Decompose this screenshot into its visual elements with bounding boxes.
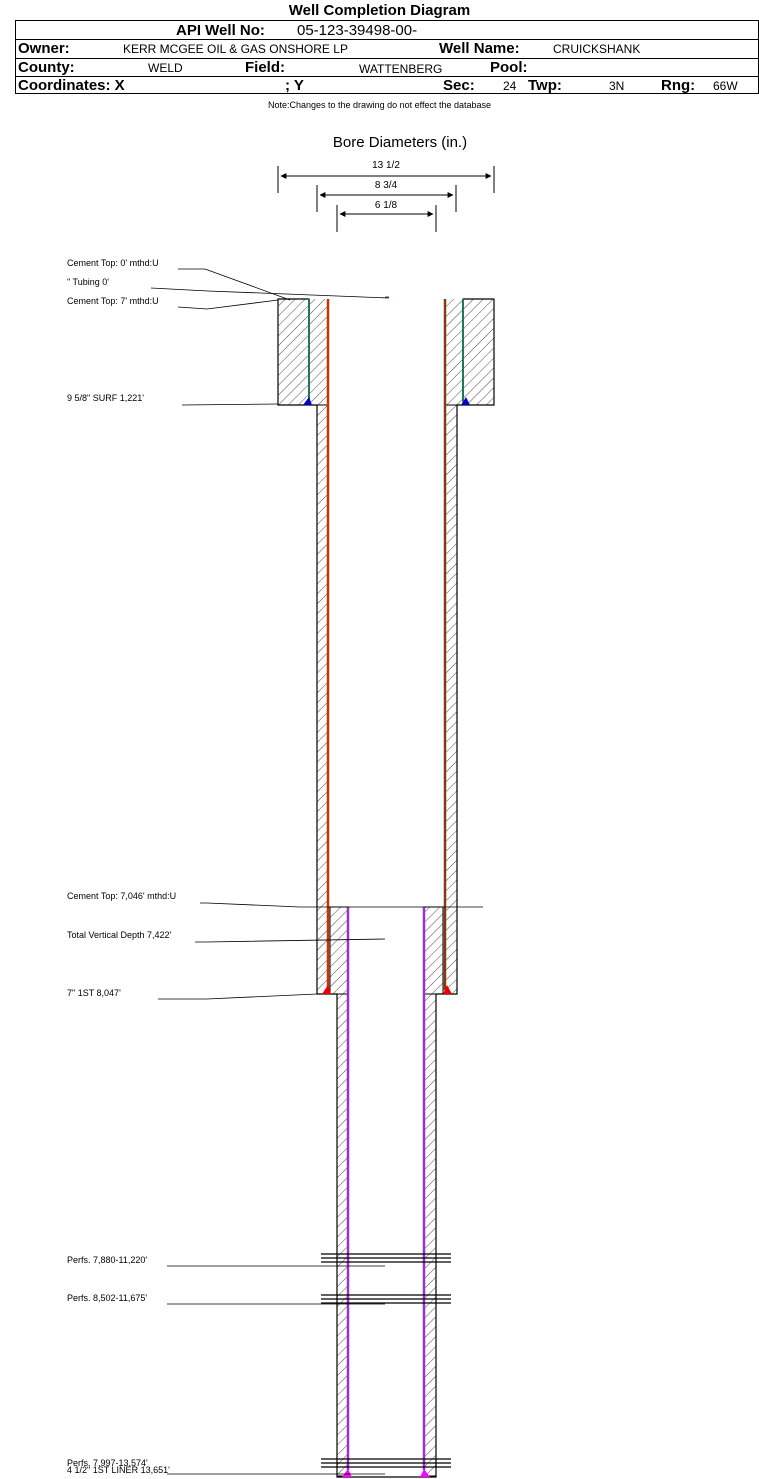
perforations (321, 1253, 451, 1468)
surface-casing (303, 299, 470, 405)
bore-dim-3: 6 1/8 (374, 200, 398, 211)
field-value: WATTENBERG (359, 62, 443, 76)
owner-label: Owner: (18, 40, 70, 57)
sec-label: Sec: (443, 77, 475, 94)
bore-wall-outline (277, 298, 495, 1478)
api-label: API Well No: (176, 22, 265, 39)
label-surf-casing: 9 5/8" SURF 1,221' (67, 393, 144, 403)
county-value: WELD (148, 61, 183, 75)
well-name-value: CRUICKSHANK (553, 42, 641, 56)
label-cement-top-3: Cement Top: 7,046' mthd:U (67, 891, 177, 901)
well-name-label: Well Name: (439, 40, 520, 57)
liner-casing (342, 907, 430, 1477)
coord-y-label: ; Y (285, 77, 304, 94)
label-cement-top-1: Cement Top: 0' mthd:U (67, 258, 159, 268)
diagram-title: Well Completion Diagram (288, 2, 471, 19)
rng-label: Rng: (661, 77, 696, 94)
production-cement (309, 299, 463, 995)
sec-value: 24 (503, 79, 517, 93)
annotation-leaders (150, 268, 483, 1475)
label-liner: 4 1/2" 1ST LINER 13,651' (67, 1465, 170, 1475)
label-tvd: Total Vertical Depth 7,422' (67, 930, 172, 940)
row-county (16, 58, 758, 59)
production-casing (322, 299, 452, 994)
coordinates-label: Coordinates: X (18, 77, 125, 94)
label-first-casing: 7" 1ST 8,047' (67, 988, 121, 998)
bore-dimension-lines (277, 166, 495, 232)
bore-dim-1: 13 1/2 (372, 160, 400, 171)
well-info-table: API Well No: 05-123-39498-00- Owner: KER… (15, 20, 759, 94)
row-owner (16, 39, 758, 40)
label-cement-top-2: Cement Top: 7' mthd:U (67, 296, 159, 306)
surface-cement (277, 298, 495, 406)
label-perfs-3: Perfs. 7,997-13,574' (67, 1458, 148, 1468)
label-tubing: " Tubing 0' (67, 277, 109, 287)
twp-value: 3N (609, 79, 625, 93)
bore-diameters-title: Bore Diameters (in.) (332, 134, 468, 151)
rng-value: 66W (713, 79, 738, 93)
liner-cement (329, 906, 444, 1477)
bore-dim-2: 8 3/4 (374, 180, 398, 191)
label-perfs-2: Perfs. 8,502-11,675' (67, 1293, 148, 1303)
api-value: 05-123-39498-00- (297, 22, 418, 39)
owner-value: KERR MCGEE OIL & GAS ONSHORE LP (123, 42, 348, 56)
county-label: County: (18, 59, 75, 76)
twp-label: Twp: (528, 77, 562, 94)
pool-label: Pool: (490, 59, 528, 76)
disclaimer-note: Note:Changes to the drawing do not effec… (268, 100, 491, 110)
row-coordinates (16, 76, 758, 77)
field-label: Field: (245, 59, 285, 76)
label-perfs-1: Perfs. 7,880-11,220' (67, 1255, 148, 1265)
